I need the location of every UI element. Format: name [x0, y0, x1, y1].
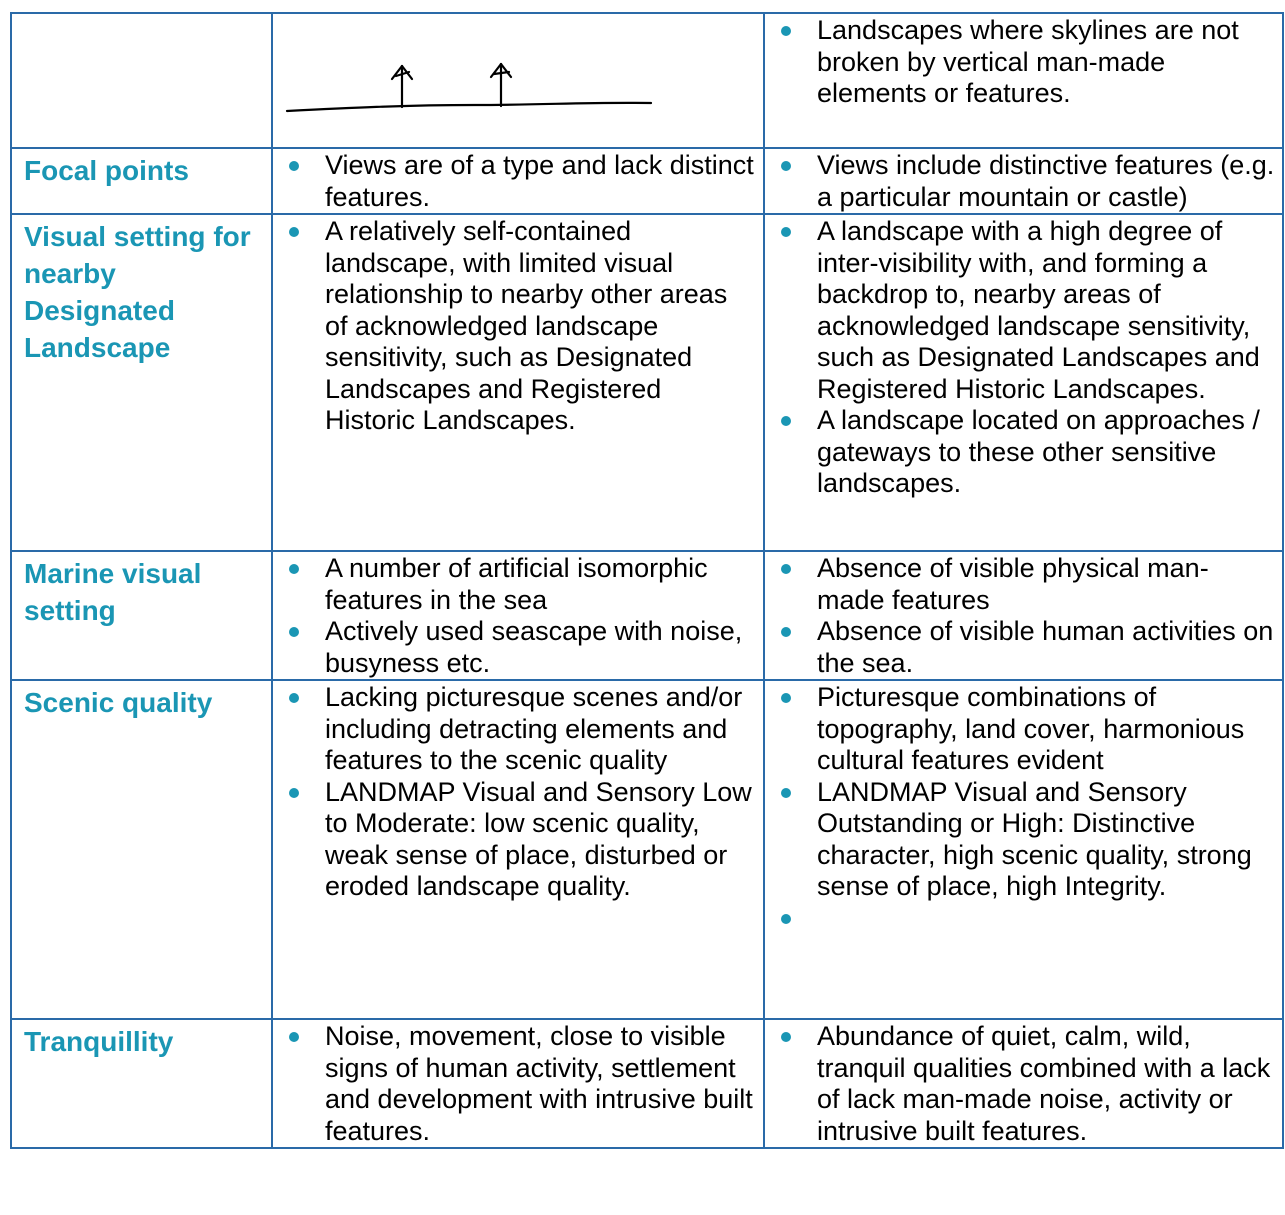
table-row: Focal points Views are of a type and lack… [10, 147, 1284, 215]
lower-sensitivity-cell: Views are of a type and lack distinct fe… [271, 147, 765, 215]
bullet-icon [781, 26, 791, 36]
table-row: Visual setting for nearby Designated Lan… [10, 213, 1284, 552]
bullet-icon [289, 693, 299, 703]
bullet-list: Views are of a type and lack distinct fe… [273, 149, 763, 213]
list-item-text: A number of artificial isomorphic featur… [325, 553, 708, 615]
table-row: Landscapes where skylines are not broken… [10, 12, 1284, 149]
criterion-cell: Visual setting for nearby Designated Lan… [10, 213, 273, 552]
bullet-list: A number of artificial isomorphic featur… [273, 552, 763, 679]
bullet-list: Abundance of quiet, calm, wild, tranquil… [765, 1020, 1282, 1147]
criterion-label: Focal points [24, 155, 189, 186]
bullet-list: Lacking picturesque scenes and/or includ… [273, 681, 763, 903]
bullet-icon [781, 787, 791, 798]
higher-sensitivity-cell: Picturesque combinations of topography, … [763, 679, 1284, 1020]
bullet-icon [781, 913, 791, 924]
list-item: Views are of a type and lack distinct fe… [273, 150, 757, 213]
table-row: Marine visual setting A number of artific… [10, 550, 1284, 681]
bullet-list [273, 14, 763, 15]
lower-sensitivity-cell: Noise, movement, close to visible signs … [271, 1018, 765, 1149]
list-item: A relatively self-contained landscape, w… [273, 216, 757, 437]
lower-sensitivity-cell: A relatively self-contained landscape, w… [271, 213, 765, 552]
list-item-text: Views are of a type and lack distinct fe… [325, 150, 754, 212]
list-item-text: Absence of visible human activities on t… [817, 616, 1274, 678]
sensitivity-criteria-table: Landscapes where skylines are not broken… [10, 12, 1284, 1149]
wind-turbine-icon [390, 64, 414, 109]
criterion-label: Marine visual setting [24, 558, 202, 626]
bullet-list: A landscape with a high degree of inter-… [765, 215, 1282, 500]
list-item: Lacking picturesque scenes and/or includ… [273, 682, 757, 777]
higher-sensitivity-cell: Views include distinctive features (e.g.… [763, 147, 1284, 215]
list-item-text: Abundance of quiet, calm, wild, tranquil… [817, 1021, 1271, 1146]
list-item: Landscapes where skylines are not broken… [765, 15, 1276, 110]
lower-sensitivity-cell [271, 12, 765, 149]
list-item: A number of artificial isomorphic featur… [273, 553, 757, 616]
higher-sensitivity-cell: A landscape with a high degree of inter-… [763, 213, 1284, 552]
list-item [765, 903, 1276, 935]
list-item-text: Landscapes where skylines are not broken… [817, 15, 1239, 108]
list-item-text: Noise, movement, close to visible signs … [325, 1021, 753, 1146]
bullet-icon [781, 693, 791, 703]
table-row: Tranquillity Noise, movement, close to vi… [10, 1018, 1284, 1149]
list-item-text: LANDMAP Visual and Sensory Outstanding o… [817, 776, 1252, 902]
list-item: LANDMAP Visual and Sensory Low to Modera… [273, 777, 757, 903]
higher-sensitivity-cell: Landscapes where skylines are not broken… [763, 12, 1284, 149]
list-item: A landscape located on approaches / gate… [765, 405, 1276, 500]
list-item-text: A relatively self-contained landscape, w… [325, 216, 728, 435]
list-item-text: Lacking picturesque scenes and/or includ… [325, 682, 743, 775]
list-item-text: Absence of visible physical man-made fea… [817, 553, 1209, 615]
criterion-cell: Scenic quality [10, 679, 273, 1020]
list-item: Absence of visible human activities on t… [765, 616, 1276, 679]
bullet-icon [781, 227, 791, 237]
higher-sensitivity-cell: Absence of visible physical man-made fea… [763, 550, 1284, 681]
criterion-cell: Marine visual setting [10, 550, 273, 681]
bullet-icon [289, 161, 299, 171]
bullet-list: Picturesque combinations of topography, … [765, 681, 1282, 934]
criterion-label [12, 14, 271, 17]
bullet-icon [289, 1032, 299, 1042]
list-item: Views include distinctive features (e.g.… [765, 150, 1276, 213]
table-row: Scenic quality Lacking picturesque scenes… [10, 679, 1284, 1020]
criterion-label: Visual setting for nearby Designated Lan… [24, 221, 251, 363]
list-item: LANDMAP Visual and Sensory Outstanding o… [765, 777, 1276, 903]
list-item: Abundance of quiet, calm, wild, tranquil… [765, 1021, 1276, 1147]
bullet-icon [289, 627, 299, 637]
list-item-text: A landscape with a high degree of inter-… [817, 216, 1260, 404]
criterion-cell [10, 12, 273, 149]
higher-sensitivity-cell: Abundance of quiet, calm, wild, tranquil… [763, 1018, 1284, 1149]
list-item-text: A landscape located on approaches / gate… [817, 405, 1260, 498]
criterion-label: Tranquillity [24, 1026, 174, 1057]
list-item: A landscape with a high degree of inter-… [765, 216, 1276, 405]
criterion-label: Scenic quality [24, 687, 213, 718]
bullet-list: Absence of visible physical man-made fea… [765, 552, 1282, 679]
bullet-icon [781, 564, 791, 574]
bullet-list: Landscapes where skylines are not broken… [765, 14, 1282, 110]
bullet-list: Views include distinctive features (e.g.… [765, 149, 1282, 213]
bullet-icon [289, 227, 299, 237]
bullet-icon [289, 787, 299, 798]
list-item-text: Views include distinctive features (e.g.… [817, 150, 1275, 212]
bullet-icon [781, 627, 791, 637]
page-break-gap [270, 0, 658, 12]
bullet-list: Noise, movement, close to visible signs … [273, 1020, 763, 1147]
lower-sensitivity-cell: A number of artificial isomorphic featur… [271, 550, 765, 681]
bullet-icon [289, 564, 299, 574]
list-item-text: Actively used seascape with noise, busyn… [325, 616, 743, 678]
bullet-list: A relatively self-contained landscape, w… [273, 215, 763, 437]
list-item: Picturesque combinations of topography, … [765, 682, 1276, 777]
list-item-text: LANDMAP Visual and Sensory Low to Modera… [325, 776, 752, 902]
list-item: Noise, movement, close to visible signs … [273, 1021, 757, 1147]
criterion-cell: Tranquillity [10, 1018, 273, 1149]
lower-sensitivity-cell: Lacking picturesque scenes and/or includ… [271, 679, 765, 1020]
bullet-icon [781, 161, 791, 171]
list-item: Actively used seascape with noise, busyn… [273, 616, 757, 679]
wind-turbine-icon [489, 62, 513, 108]
list-item-text: Picturesque combinations of topography, … [817, 682, 1245, 775]
bullet-icon [781, 416, 791, 426]
criterion-cell: Focal points [10, 147, 273, 215]
bullet-icon [781, 1032, 791, 1042]
wind-turbines-skyline-sketch [285, 62, 653, 113]
list-item: Absence of visible physical man-made fea… [765, 553, 1276, 616]
